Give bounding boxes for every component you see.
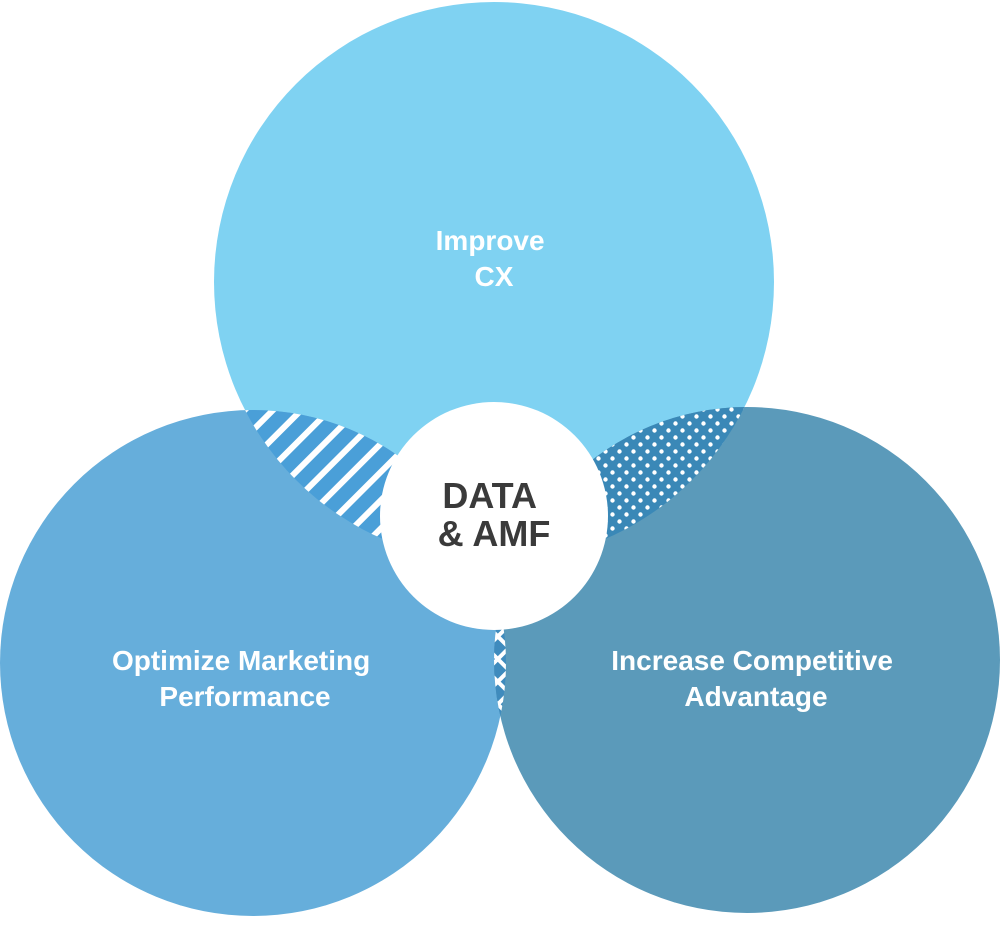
competitive-advantage-circle [494,407,1000,913]
improve-cx-circle [214,2,774,562]
competitive-advantage-label-line1: Increase Competitive [611,645,893,676]
data-amf-label: DATA & AMF [438,475,551,554]
data-amf-center-circle [380,402,608,630]
optimize-marketing-label: Optimize Marketing Performance [112,645,378,712]
improve-cx-label: Improve CX [436,225,553,292]
optimize-marketing-label-line1: Optimize Marketing [112,645,370,676]
data-amf-label-line2: & AMF [438,513,551,554]
competitive-advantage-label: Increase Competitive Advantage [611,645,900,712]
improve-cx-label-line1: Improve [436,225,545,256]
data-amf-label-line1: DATA [442,475,537,516]
optimize-marketing-label-line2: Performance [159,681,330,712]
overlap-top-left-striped [214,410,506,562]
competitive-advantage-label-line2: Advantage [684,681,827,712]
improve-cx-label-line2: CX [475,261,514,292]
